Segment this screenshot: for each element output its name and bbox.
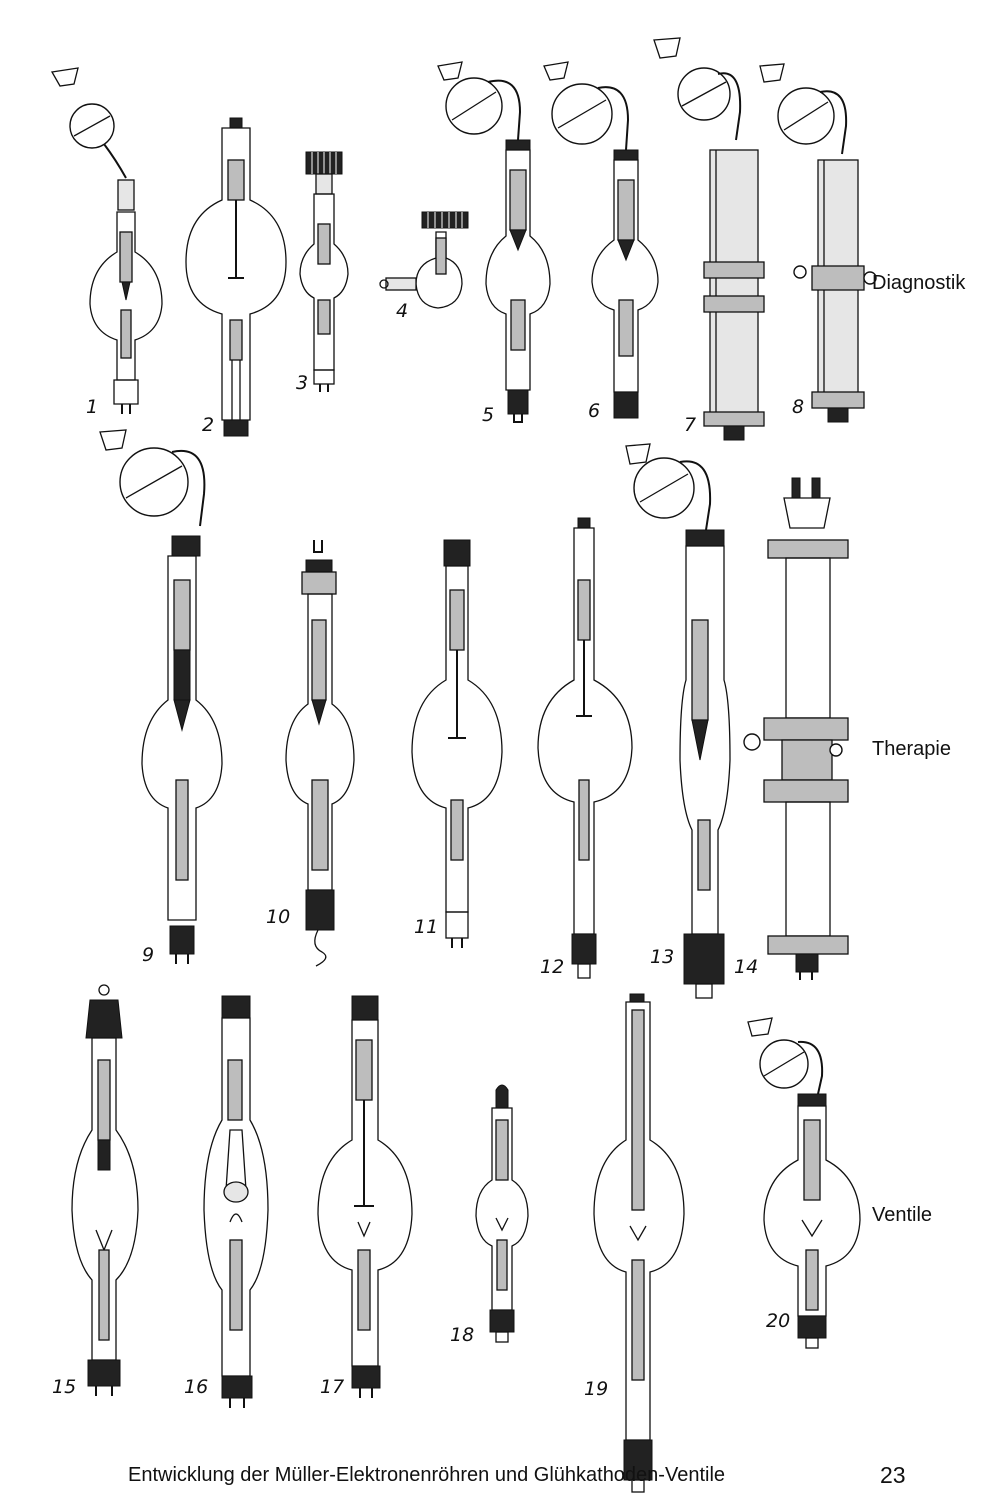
figure-number-5: 5 xyxy=(482,404,495,426)
figure-number-15: 15 xyxy=(52,1376,77,1398)
figure-number-16: 16 xyxy=(184,1376,209,1398)
tube-19-drawing xyxy=(593,993,685,1493)
tube-20-drawing xyxy=(747,1017,861,1349)
tube-17-drawing xyxy=(317,995,413,1398)
tube-4-drawing xyxy=(379,211,469,309)
tube-9-drawing xyxy=(99,429,223,964)
tube-12-drawing xyxy=(537,517,633,979)
figure-number-6: 6 xyxy=(588,400,601,422)
figure-number-20: 20 xyxy=(766,1310,791,1332)
tube-1-drawing xyxy=(50,67,163,414)
tube-13-drawing xyxy=(625,443,731,999)
figure-number-4: 4 xyxy=(396,300,409,322)
figure-number-14: 14 xyxy=(734,956,759,978)
tube-2-drawing xyxy=(185,117,287,437)
tube-8-drawing xyxy=(759,63,877,423)
figure-number-1: 1 xyxy=(86,396,99,418)
figure-number-10: 10 xyxy=(266,906,291,928)
figure-number-11: 11 xyxy=(414,916,439,938)
tube-14-drawing xyxy=(743,477,849,980)
tube-11-drawing xyxy=(411,539,503,948)
figure-number-8: 8 xyxy=(792,396,805,418)
tube-10-drawing xyxy=(285,540,355,967)
tube-6-drawing xyxy=(543,61,659,419)
figure-number-13: 13 xyxy=(650,946,675,968)
tube-18-drawing xyxy=(475,1084,529,1343)
figure-number-3: 3 xyxy=(296,372,309,394)
figure-number-9: 9 xyxy=(142,944,155,966)
tube-5-drawing xyxy=(437,61,551,423)
figure-number-19: 19 xyxy=(584,1378,609,1400)
tube-7-drawing xyxy=(653,37,765,441)
figure-number-7: 7 xyxy=(684,414,697,436)
figure-number-2: 2 xyxy=(202,414,215,436)
section-label-therapie: Therapie xyxy=(872,738,951,760)
tube-16-drawing xyxy=(203,995,269,1408)
section-label-diagnostik: Diagnostik xyxy=(872,272,966,294)
figure-number-12: 12 xyxy=(540,956,565,978)
figure-caption: Entwicklung der Müller-Elektronenröhren … xyxy=(128,1464,726,1486)
figure-number-18: 18 xyxy=(450,1324,475,1346)
section-label-ventile: Ventile xyxy=(872,1204,933,1226)
figure-number-17: 17 xyxy=(320,1376,345,1398)
tube-15-drawing xyxy=(71,984,139,1396)
page-number: 23 xyxy=(880,1462,906,1488)
tube-3-drawing xyxy=(299,151,349,392)
